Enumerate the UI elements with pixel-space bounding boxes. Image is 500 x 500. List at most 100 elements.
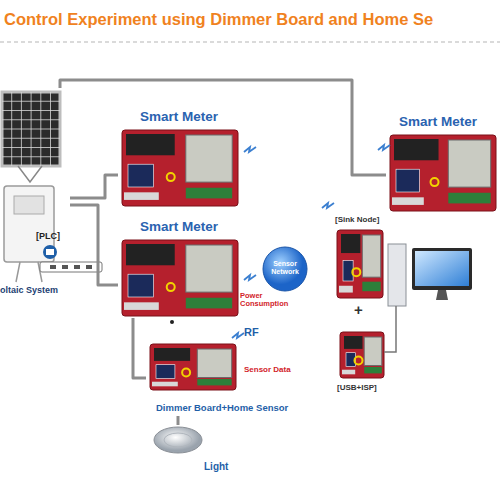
circuit-board (122, 130, 238, 206)
board-header (124, 192, 159, 200)
board-buzzer (354, 357, 362, 365)
signal-name: RF (244, 326, 259, 338)
usb-isp-board: [USB+ISP] (333, 326, 393, 396)
smart-meter: Smart Meter (118, 218, 244, 318)
board-pcb (390, 135, 496, 211)
strip-socket (74, 265, 80, 269)
board-module (156, 365, 175, 379)
wireless-symbol (322, 203, 334, 208)
strip-socket (86, 265, 92, 269)
board-pcb (150, 344, 236, 390)
panel-stand (18, 166, 42, 182)
strip-socket (62, 265, 68, 269)
network-circle (263, 247, 307, 291)
board-lcd (364, 337, 382, 366)
annotation-label: Power Consumption (240, 292, 292, 309)
sensor-network: Sensor Network (262, 246, 308, 292)
board-module (396, 169, 419, 192)
node-label: Sensor Network (265, 260, 305, 275)
board-chip (126, 244, 175, 265)
monitor-screen (415, 251, 469, 286)
board-lcd (448, 140, 490, 187)
panel-frame (2, 92, 60, 166)
cabinet-legs (16, 262, 42, 282)
wireless-symbol (244, 275, 256, 280)
wireless-symbol (232, 333, 244, 338)
monitor-frame (412, 248, 472, 290)
title-rule (0, 42, 500, 43)
panel-grid (2, 119, 60, 120)
board-lcd (186, 245, 232, 292)
plus-sign: + (354, 302, 363, 319)
junction-dot (170, 320, 174, 324)
board-chip (394, 139, 439, 160)
node-label: Dimmer Board+Home Sensor (156, 403, 288, 413)
board-pcb (122, 130, 238, 206)
board-chip (154, 348, 190, 361)
circuit-board (340, 332, 384, 378)
panel-grid (2, 138, 60, 139)
power-wire (177, 416, 180, 425)
panel-grid (2, 129, 60, 130)
board-buzzer (431, 178, 439, 186)
plug-symbol (43, 245, 57, 259)
board-buzzer (182, 369, 190, 377)
board-module (128, 274, 154, 297)
smart-meter: Smart Meter (118, 108, 244, 208)
inverter-box (4, 186, 54, 262)
pv-system: oltaic System (0, 88, 70, 300)
wireless-symbol (378, 145, 390, 150)
smart-meter: Smart Meter (386, 113, 498, 213)
board-chip (126, 134, 175, 155)
board-module (128, 164, 154, 187)
light-fixture (154, 427, 202, 453)
board-terminal (186, 188, 232, 199)
board-header (124, 302, 159, 310)
board-buzzer (352, 268, 360, 276)
board-terminal (362, 282, 380, 292)
diagram-title: Control Experiment using Dimmer Board an… (4, 10, 433, 28)
panel-grid (2, 110, 60, 111)
board-pcb (340, 332, 384, 378)
board-terminal (186, 298, 232, 309)
board-buzzer (167, 283, 175, 291)
panel-grid (2, 147, 60, 148)
circuit-board (150, 344, 236, 390)
board-pcb (337, 230, 383, 298)
board-terminal (448, 193, 490, 204)
node-label: oltaic System (0, 286, 58, 296)
monitor-stand (436, 290, 448, 300)
node-label: Smart Meter (140, 220, 218, 235)
solar-panel (2, 92, 60, 282)
power-wire (70, 175, 118, 198)
dimmer-board: Dimmer Board+Home Sensor (146, 340, 330, 416)
annotation-label: [PLC] (36, 232, 60, 242)
board-terminal (197, 379, 231, 385)
board-chip (344, 336, 362, 349)
node-label: Light (204, 461, 228, 472)
board-pcb (122, 240, 238, 316)
circuit-board (390, 135, 496, 211)
panel-grid (2, 156, 60, 157)
board-lcd (197, 349, 231, 378)
board-terminal (364, 367, 382, 373)
power-strip (40, 262, 102, 272)
light: Light (150, 425, 230, 475)
power-wire (133, 318, 146, 378)
board-chip (341, 234, 360, 253)
board-header (152, 382, 178, 387)
plug-pins (46, 249, 54, 255)
board-header (339, 286, 353, 293)
annotation-label: Sensor Data (244, 366, 291, 375)
board-header (342, 370, 355, 375)
circuit-board (337, 230, 383, 298)
board-header (392, 197, 424, 205)
node-label: [USB+ISP] (337, 384, 377, 393)
strip-socket (50, 265, 56, 269)
wireless-symbol (244, 147, 256, 152)
sink-node: [Sink Node] (333, 214, 389, 302)
power-wire (60, 80, 386, 175)
